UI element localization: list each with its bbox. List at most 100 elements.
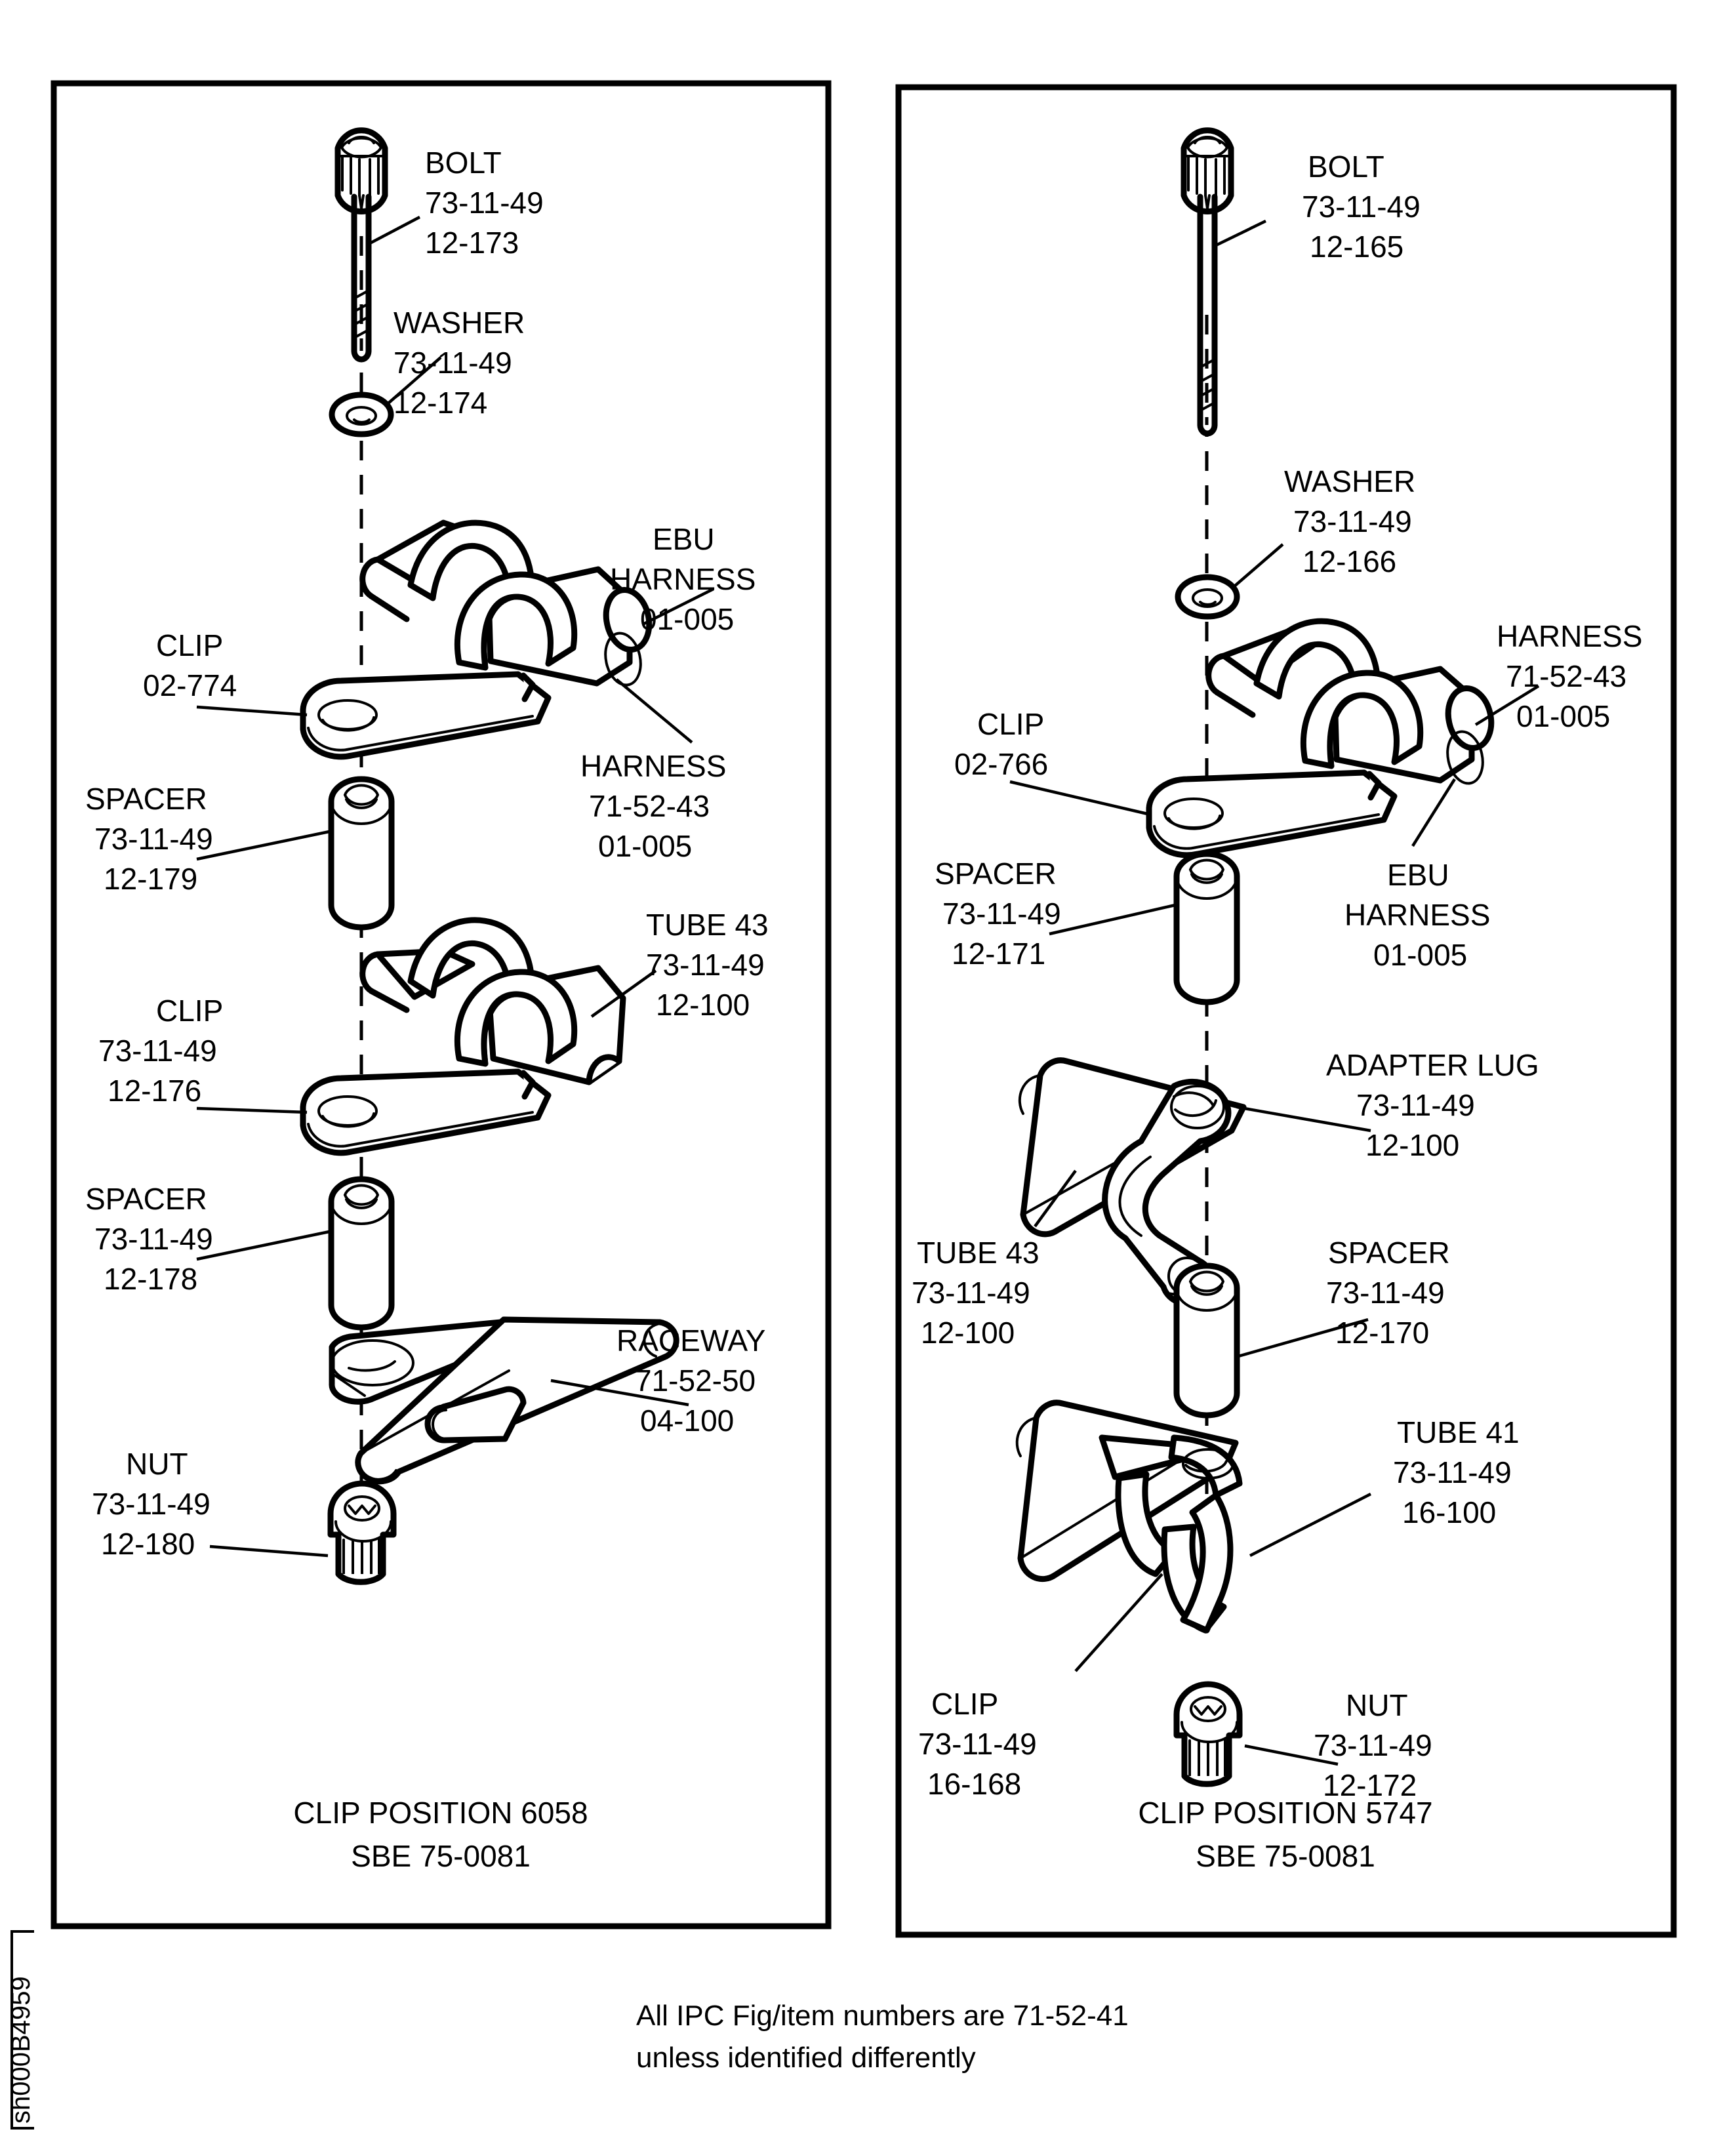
left-nut-name: NUT <box>126 1447 188 1481</box>
left-raceway-leader <box>550 1379 689 1407</box>
left-spacer1-part <box>328 776 395 931</box>
right-panel-border <box>895 84 1677 1938</box>
right-ebu-leader <box>1411 778 1456 847</box>
left-ebu-line3: 01-005 <box>640 602 734 636</box>
right-washer-label: WASHER 73-11-49 12-166 <box>1284 464 1415 578</box>
left-panel-border <box>50 80 832 1929</box>
right-spacer2-label: SPACER 73-11-49 12-170 <box>1326 1236 1450 1350</box>
right-clip1-leader <box>1009 780 1151 817</box>
left-spacer1-label: SPACER 73-11-49 12-179 <box>85 782 213 896</box>
left-clip1-label: CLIP 02-774 <box>143 628 237 702</box>
left-ebu-name1: EBU <box>653 522 715 556</box>
right-bolt-name: BOLT <box>1308 150 1384 184</box>
right-nut-line3: 12-172 <box>1323 1768 1417 1802</box>
left-clip2-leader <box>196 1106 308 1114</box>
right-spacer1-part <box>1173 851 1240 1005</box>
left-panel-caption: CLIP POSITION 6058 SBE 75-0081 <box>293 1796 588 1873</box>
right-spacer2-leader <box>1238 1318 1369 1358</box>
left-raceway-line2: 71-52-50 <box>635 1363 756 1398</box>
left-harness-line2: 71-52-43 <box>589 789 710 823</box>
left-bolt-part <box>334 127 388 363</box>
left-caption-line1: CLIP POSITION 6058 <box>293 1796 588 1830</box>
left-spacer1-leader <box>196 830 330 861</box>
right-adapter-leader <box>1236 1105 1371 1133</box>
right-ebu-harness-label: EBU HARNESS 01-005 <box>1344 858 1490 972</box>
right-tube43-label: TUBE 43 73-11-49 12-100 <box>912 1236 1040 1350</box>
right-panel-caption: CLIP POSITION 5747 SBE 75-0081 <box>1138 1796 1432 1873</box>
right-harness-label: HARNESS 71-52-43 01-005 <box>1497 619 1642 733</box>
right-caption-line2: SBE 75-0081 <box>1196 1839 1375 1873</box>
right-tube43-line2: 73-11-49 <box>912 1276 1030 1310</box>
left-tube43-name: TUBE 43 <box>646 908 769 942</box>
left-spacer2-line2: 73-11-49 <box>94 1222 213 1256</box>
left-tube43-label: TUBE 43 73-11-49 12-100 <box>646 908 769 1022</box>
left-bolt-name: BOLT <box>425 146 502 180</box>
left-clip1-line2: 02-774 <box>143 668 237 702</box>
right-washer-part <box>1175 574 1240 620</box>
left-washer-label: WASHER 73-11-49 12-174 <box>394 306 525 420</box>
right-nut-name: NUT <box>1346 1688 1408 1722</box>
left-raceway-line3: 04-100 <box>640 1403 734 1438</box>
right-adapter-line3: 12-100 <box>1365 1128 1459 1162</box>
right-tube41-line3: 16-100 <box>1402 1495 1496 1529</box>
right-harness-line2: 71-52-43 <box>1506 659 1626 693</box>
left-clip2-line2: 73-11-49 <box>98 1034 217 1068</box>
left-nut-part <box>327 1480 397 1585</box>
left-spacer2-part <box>328 1176 395 1331</box>
right-clip2-label: CLIP 73-11-49 16-168 <box>918 1687 1037 1801</box>
left-clip1-part <box>300 519 653 760</box>
right-ebu-line3: 01-005 <box>1373 938 1467 972</box>
left-tube43-line3: 12-100 <box>656 988 750 1022</box>
right-washer-name: WASHER <box>1284 464 1415 498</box>
right-harness-line3: 01-005 <box>1516 699 1610 733</box>
left-clip2-label: CLIP 73-11-49 12-176 <box>98 994 223 1108</box>
left-nut-leader <box>209 1544 329 1558</box>
right-clip2-line3: 16-168 <box>927 1767 1021 1801</box>
left-spacer1-line2: 73-11-49 <box>94 822 213 856</box>
right-bolt-line2: 73-11-49 <box>1302 190 1421 224</box>
right-spacer2-line3: 12-170 <box>1335 1316 1429 1350</box>
left-washer-leader <box>388 356 442 404</box>
left-ebu-leader <box>641 587 715 626</box>
right-clip2-leader <box>1074 1573 1163 1672</box>
right-harness-leader <box>1474 685 1540 726</box>
left-spacer2-label: SPACER 73-11-49 12-178 <box>85 1182 213 1296</box>
right-spacer1-line3: 12-171 <box>952 937 1045 971</box>
left-nut-line3: 12-180 <box>101 1527 195 1561</box>
left-spacer1-line3: 12-179 <box>104 862 197 896</box>
left-clip2-name: CLIP <box>156 994 223 1028</box>
left-bolt-line2: 73-11-49 <box>425 186 544 220</box>
left-spacer1-name: SPACER <box>85 782 207 816</box>
right-adapter-line2: 73-11-49 <box>1356 1088 1475 1122</box>
footer-line2: unless identified differently <box>636 2042 976 2074</box>
right-nut-line2: 73-11-49 <box>1314 1728 1432 1762</box>
left-clip1-name: CLIP <box>156 628 223 662</box>
right-nut-part <box>1173 1681 1243 1787</box>
right-ebu-name1: EBU <box>1387 858 1449 892</box>
left-tube43-line2: 73-11-49 <box>646 948 765 982</box>
right-spacer2-part <box>1173 1262 1240 1419</box>
left-harness-leader <box>615 678 693 744</box>
footer-note: All IPC Fig/item numbers are 71-52-41 un… <box>636 2000 1129 2074</box>
right-spacer1-leader <box>1049 903 1176 936</box>
left-raceway-part <box>329 1316 679 1485</box>
left-ebu-name2: HARNESS <box>610 562 756 596</box>
left-washer-part <box>329 392 394 437</box>
right-tube41-label: TUBE 41 73-11-49 16-100 <box>1393 1415 1520 1529</box>
left-spacer2-leader <box>196 1230 330 1261</box>
left-washer-line3: 12-174 <box>394 386 487 420</box>
right-clip1-name: CLIP <box>977 707 1044 741</box>
right-clip2-part <box>1015 1400 1243 1634</box>
right-tube43-leader <box>1034 1169 1077 1228</box>
left-harness-label: HARNESS 71-52-43 01-005 <box>580 749 726 863</box>
right-ebu-name2: HARNESS <box>1344 898 1490 932</box>
left-bolt-label: BOLT 73-11-49 12-173 <box>425 146 544 260</box>
right-nut-leader <box>1244 1744 1339 1766</box>
right-bolt-leader <box>1214 219 1266 248</box>
right-clip2-name: CLIP <box>931 1687 998 1721</box>
left-washer-line2: 73-11-49 <box>394 346 512 380</box>
footer-line1: All IPC Fig/item numbers are 71-52-41 <box>636 2000 1129 2032</box>
left-tube43-leader <box>590 969 657 1018</box>
